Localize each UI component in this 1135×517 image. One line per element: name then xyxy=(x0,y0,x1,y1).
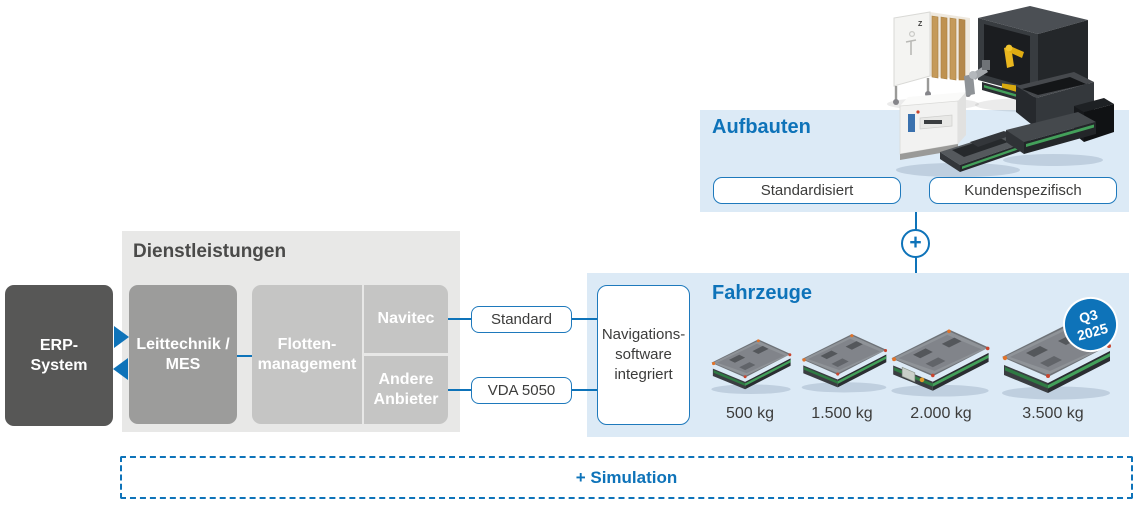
vda5050-label: VDA 5050 xyxy=(487,382,556,399)
weight-label-3500: 3.500 kg xyxy=(1022,405,1084,422)
tugger-agv-image xyxy=(899,60,1030,172)
leittechnik-label-line1: Leittechnik / xyxy=(136,335,230,353)
flottenmanagement-box: Flotten- management xyxy=(252,285,362,424)
leittechnik-label-line2: MES xyxy=(165,355,201,373)
navigationssoftware-box: Navigations- software integriert xyxy=(597,285,690,425)
kundenspezifisch-label: Kundenspezifisch xyxy=(964,182,1082,199)
hopper-agv-image xyxy=(1006,72,1114,154)
simulation-label: + Simulation xyxy=(575,467,678,487)
plus-icon: + xyxy=(901,229,930,258)
weight-label-1500: 1.500 kg xyxy=(811,405,873,422)
line-navitec-standard xyxy=(448,318,471,320)
standard-label: Standard xyxy=(491,311,552,328)
weight-label-500: 500 kg xyxy=(725,405,775,422)
andere-label-line1: Andere xyxy=(378,371,434,388)
plus-glyph: + xyxy=(909,231,922,254)
fahrzeuge-title: Fahrzeuge xyxy=(712,282,813,304)
andere-anbieter-box: Andere Anbieter xyxy=(364,356,448,424)
erp-label-line1: ERP- xyxy=(39,336,79,354)
flotten-label-line2: management xyxy=(257,355,357,373)
line-andere-vda xyxy=(448,389,471,391)
standardisiert-label-box: Standardisiert xyxy=(713,177,901,204)
line-leittechnik-flotten xyxy=(237,355,252,357)
arrow-leittechnik-to-erp-icon xyxy=(113,358,128,380)
leittechnik-mes-box: Leittechnik / MES xyxy=(129,285,237,424)
vehicle-screen xyxy=(901,366,916,383)
vehicle-2000kg-image xyxy=(886,322,994,400)
vda5050-label-box: VDA 5050 xyxy=(471,377,572,404)
navitec-label: Navitec xyxy=(377,310,435,327)
navsoftware-line2: software xyxy=(615,345,672,363)
flotten-label-line1: Flotten- xyxy=(277,335,337,353)
aufbauten-products-image: Z xyxy=(887,6,1114,177)
arrow-erp-to-leittechnik-icon xyxy=(114,326,129,348)
vehicle-500kg-image xyxy=(707,334,795,396)
erp-label-line2: System xyxy=(30,356,88,374)
navitec-box: Navitec xyxy=(364,285,448,353)
svg-text:Z: Z xyxy=(918,21,923,28)
vehicle-1500kg-image xyxy=(797,327,891,396)
aufbauten-title: Aufbauten xyxy=(712,116,811,138)
rack-cart-image: Z xyxy=(893,11,971,105)
line-standard-navsoftware xyxy=(572,318,597,320)
simulation-box: + Simulation xyxy=(120,456,1133,499)
navsoftware-line1: Navigations- xyxy=(601,325,686,343)
andere-label-line2: Anbieter xyxy=(373,391,439,408)
kundenspezifisch-label-box: Kundenspezifisch xyxy=(929,177,1117,204)
weight-label-2000: 2.000 kg xyxy=(910,405,972,422)
small-robot-arm-icon xyxy=(964,60,990,96)
standardisiert-label: Standardisiert xyxy=(760,182,854,199)
navsoftware-line3: integriert xyxy=(614,366,673,384)
dienstleistungen-title: Dienstleistungen xyxy=(133,241,287,262)
standard-label-box: Standard xyxy=(471,306,572,333)
line-vda-navsoftware xyxy=(572,389,597,391)
erp-system-box: ERP- System xyxy=(5,285,113,426)
